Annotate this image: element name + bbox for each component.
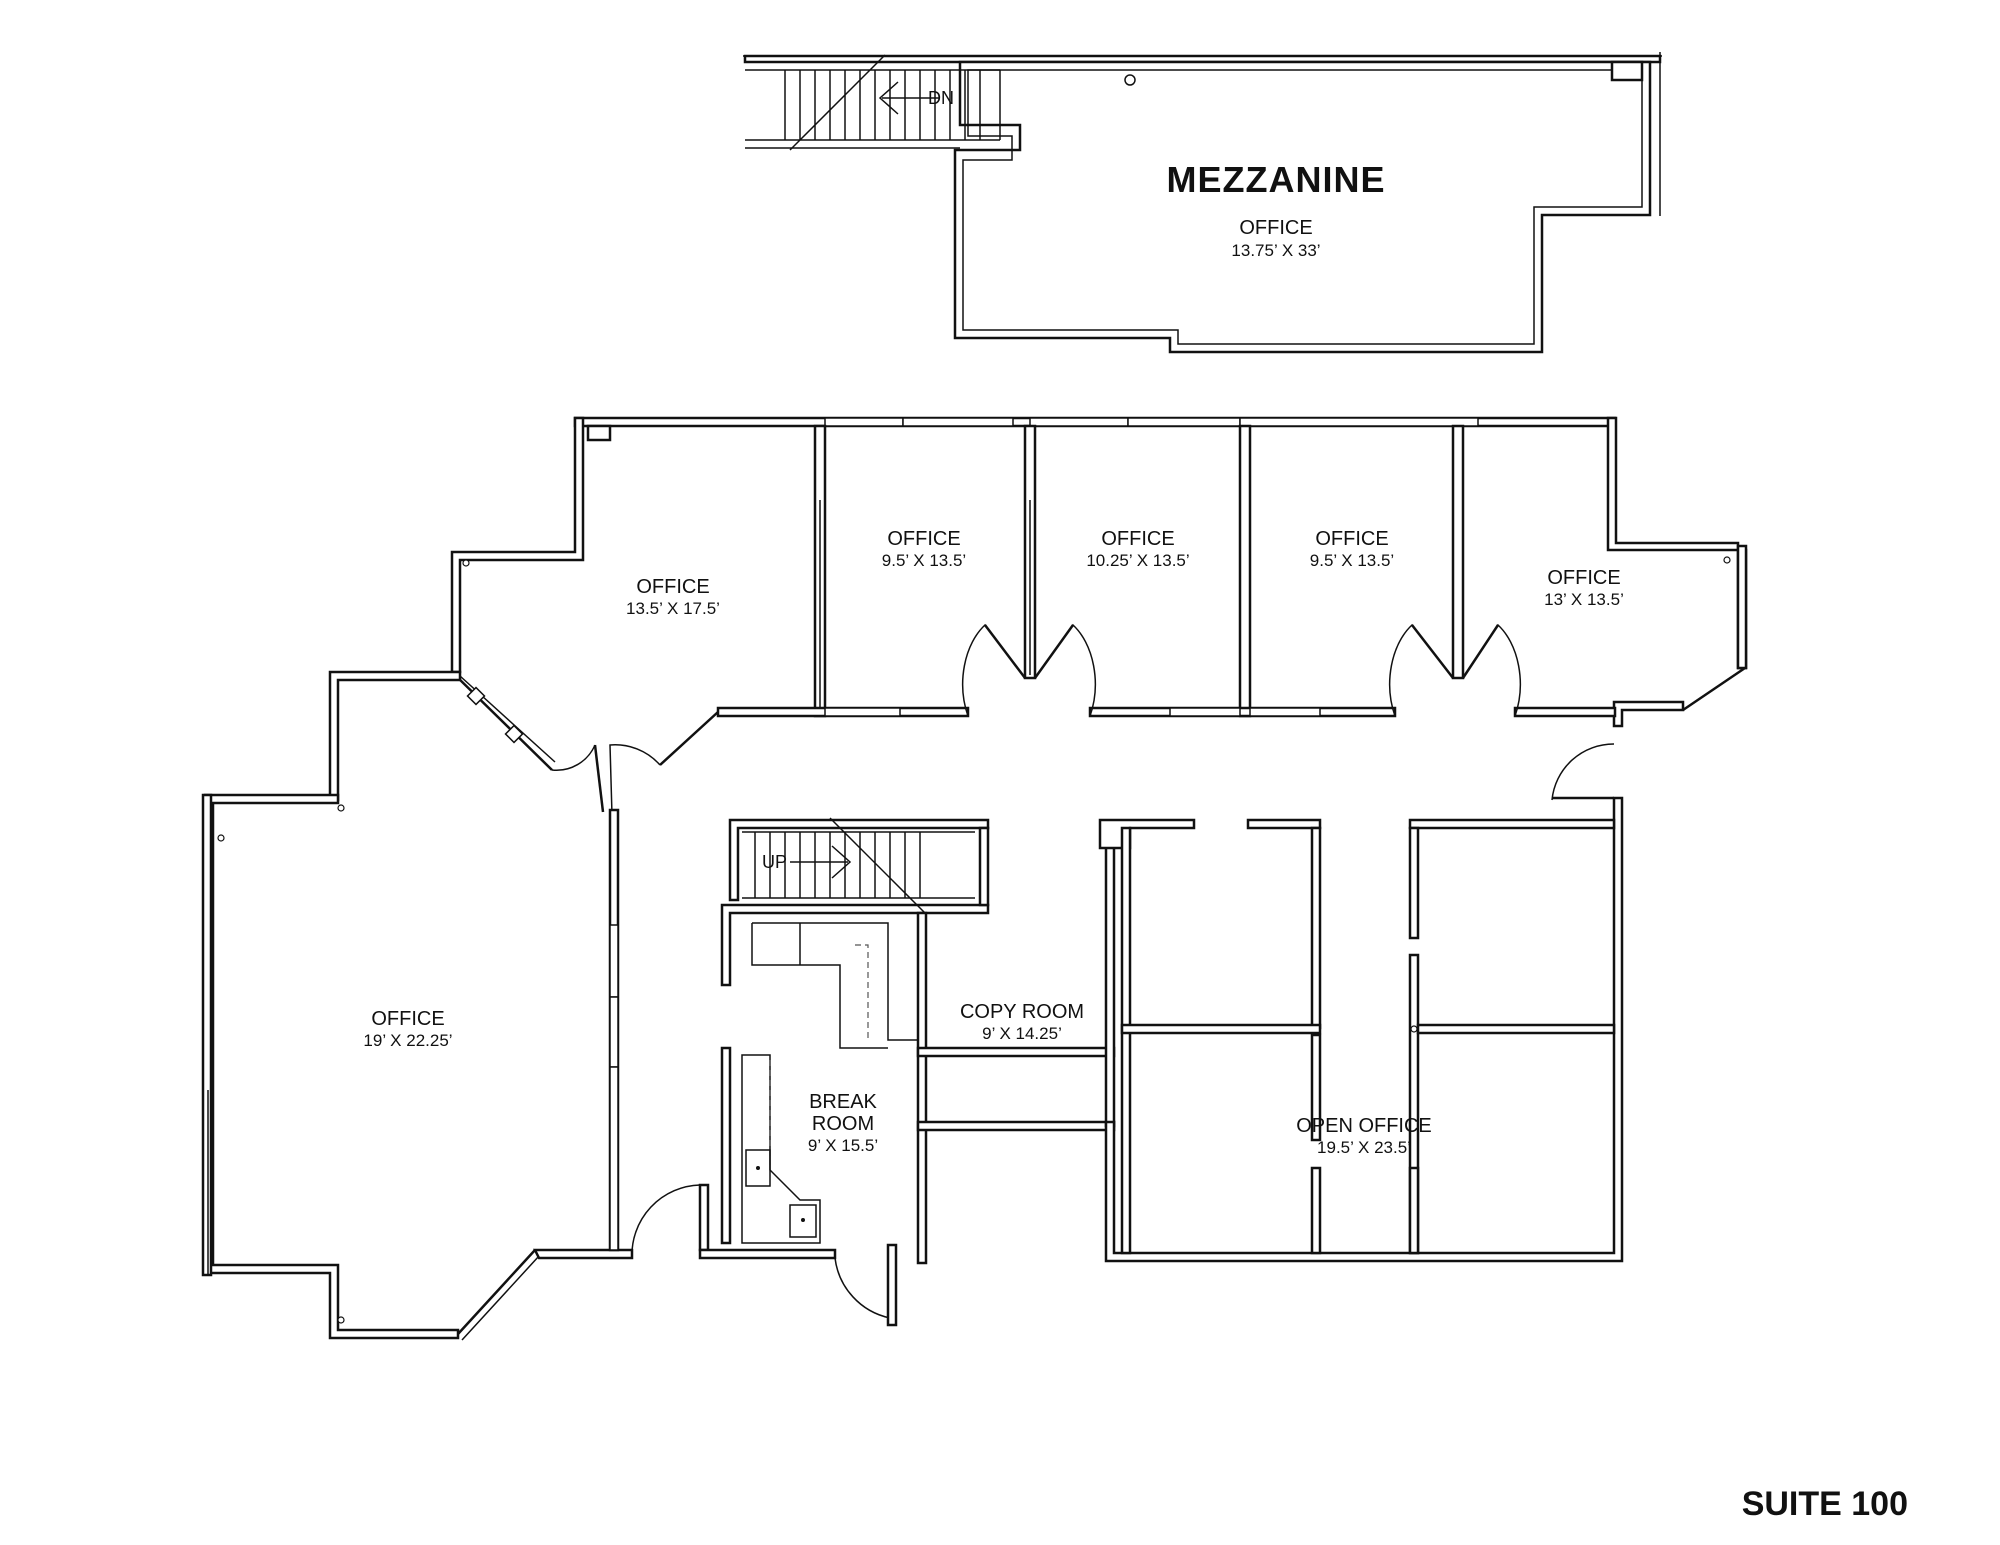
office-b-label: OFFICE — [887, 528, 960, 550]
mezzanine-office-dims: 13.75’ X 33’ — [1231, 241, 1320, 260]
column-marker — [1124, 74, 1136, 86]
office-d-dims: 9.5’ X 13.5’ — [1310, 551, 1394, 570]
open-office-label: OPEN OFFICE — [1296, 1115, 1432, 1137]
main-stair: UP — [742, 817, 975, 914]
office-a-dims: 13.5’ X 17.5’ — [626, 599, 720, 618]
mezzanine-plan: DN MEZZANINE OFFICE 13.75’ X 33’ — [743, 52, 1662, 354]
partition-4 — [1451, 424, 1465, 680]
stair-down-label: DN — [928, 88, 954, 108]
mezzanine-stair: DN — [745, 54, 1001, 151]
copy-room-dims: 9’ X 14.25’ — [982, 1024, 1062, 1043]
office-e-dims: 13’ X 13.5’ — [1544, 590, 1624, 609]
main-floor-plan: UP OFFICE 13.5’ X 17.5’ — [201, 416, 1748, 1341]
break-room-area: UP — [631, 817, 990, 1327]
office-d-label: OFFICE — [1315, 528, 1388, 550]
open-office — [1104, 796, 1624, 1263]
office-b-dims: 9.5’ X 13.5’ — [882, 551, 966, 570]
break-room-dims: 9’ X 15.5’ — [808, 1136, 878, 1155]
office-large-dims: 19’ X 22.25’ — [363, 1031, 452, 1050]
copy-room — [916, 818, 1196, 1132]
office-c-label: OFFICE — [1101, 528, 1174, 550]
office-e-label: OFFICE — [1547, 567, 1620, 589]
office-large-label: OFFICE — [371, 1008, 444, 1030]
open-office-dims: 19.5’ X 23.5’ — [1317, 1138, 1411, 1157]
copy-room-label: COPY ROOM — [960, 1001, 1084, 1023]
large-office — [201, 670, 634, 1341]
break-room-label-2: ROOM — [812, 1113, 874, 1135]
suite-label: SUITE 100 — [1742, 1485, 1908, 1523]
mezzanine-title: MEZZANINE — [1167, 159, 1386, 200]
stair-up-label: UP — [762, 852, 787, 872]
office-a-label: OFFICE — [636, 576, 709, 598]
partition-3 — [1238, 424, 1252, 718]
office-c-dims: 10.25’ X 13.5’ — [1086, 551, 1189, 570]
mezzanine-walls — [953, 60, 1652, 354]
break-room-label-1: BREAK — [809, 1091, 877, 1113]
mezzanine-office-label: OFFICE — [1239, 217, 1312, 239]
